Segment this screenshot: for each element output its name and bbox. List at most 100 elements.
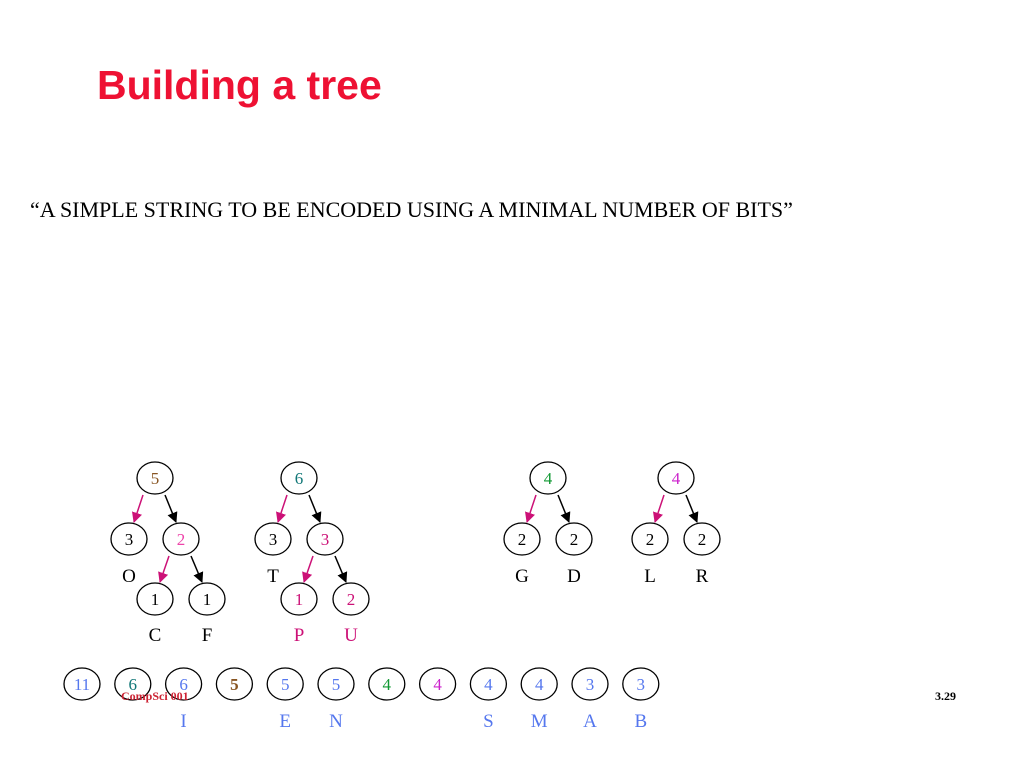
slide-title: Building a tree (97, 62, 382, 108)
queue-item: 3B (622, 667, 660, 732)
queue-node-circle (520, 667, 558, 701)
queue-item: 5N (317, 667, 355, 732)
tree-5-grandchild-0-circle (136, 582, 174, 616)
queue-node: 4 (469, 667, 508, 701)
queue-node-value: 4 (535, 675, 544, 694)
tree-4-gd-child-1: 2 (555, 522, 593, 556)
queue-node: 11 (63, 667, 101, 701)
tree-4-lr-letter-0: L (644, 566, 656, 587)
queue-item: 4M (520, 667, 558, 732)
tree-5-grandchild-letter-0: C (149, 625, 162, 646)
queue-node-value: 4 (383, 675, 392, 694)
queue-item: 4 (418, 667, 457, 701)
tree-4-lr-root-right-edge (685, 494, 699, 523)
queue-node-value: 3 (586, 675, 595, 694)
queue-node-circle (418, 667, 457, 701)
queue-item: 11 (63, 667, 101, 701)
slide-number: 3.29 (935, 689, 956, 703)
tree-4-gd-child-1-value: 2 (570, 530, 579, 549)
tree-4-lr-child-1-value: 2 (698, 530, 707, 549)
tree-6-child-1: 3 (306, 522, 344, 556)
tree-4-gd-root-node-circle (529, 461, 567, 495)
course-label: CompSci 001 (121, 689, 189, 703)
tree-4-gd-root-node-value: 4 (544, 469, 553, 488)
queue-node-circle (571, 667, 609, 701)
queue-node: 6 (114, 667, 152, 701)
queue-node: 4 (368, 667, 406, 701)
tree-5-child-1-left-edge (158, 555, 170, 583)
tree-6-grandchild-0-circle (280, 582, 318, 616)
queue-node: 5 (215, 667, 254, 701)
tree-5-child-0-circle (110, 522, 148, 556)
tree-6-root-node-circle (280, 461, 318, 495)
tree-6-root-right-edge (308, 494, 322, 523)
queue-letter: B (634, 711, 647, 732)
tree-4-lr-root-left-edge (653, 494, 665, 523)
tree-6-grandchild-letter-1: U (344, 625, 358, 646)
tree-5-grandchild-0: 1 (136, 582, 174, 616)
queue-letter: S (483, 711, 494, 732)
tree-4-gd-letter-1: D (567, 566, 581, 587)
tree-5-child-1-value: 2 (177, 530, 186, 549)
queue-node-value: 5 (281, 675, 290, 694)
tree-5-child-1: 2 (162, 522, 200, 556)
tree-6-child-0-circle (254, 522, 292, 556)
queue-letter: I (180, 711, 186, 732)
queue-node-value: 6 (129, 675, 138, 694)
queue-node-circle (368, 667, 406, 701)
queue-node: 4 (520, 667, 558, 701)
tree-5-grandchild-1: 1 (188, 582, 226, 616)
tree-4-lr-child-1: 2 (683, 522, 721, 556)
queue-node-circle (469, 667, 508, 701)
tree-4-gd-root-right-edge (557, 494, 571, 523)
queue-node-value: 5 (230, 675, 239, 694)
tree-5-child-0-value: 3 (125, 530, 134, 549)
queue-letter: N (329, 711, 343, 732)
tree-4-gd-child-0: 2 (503, 522, 541, 556)
queue-node-value: 4 (484, 675, 493, 694)
queue-node-circle (266, 667, 304, 701)
queue-item: 3A (571, 667, 609, 732)
queue-letter: A (583, 711, 597, 732)
tree-6-root-node: 6 (280, 461, 318, 495)
queue-item: 4S (469, 667, 508, 732)
tree-6-grandchild-1-circle (332, 582, 370, 616)
queue-item: 6 (114, 667, 152, 701)
tree-4-gd-root-left-edge (525, 494, 537, 523)
queue-node-value: 11 (74, 675, 90, 694)
tree-5-child-1-circle (162, 522, 200, 556)
queue-node: 3 (622, 667, 660, 701)
tree-6-child-0: 3 (254, 522, 292, 556)
queue-letter: E (279, 711, 291, 732)
tree-5-child-0: 3 (110, 522, 148, 556)
tree-4-lr-root-node-value: 4 (672, 469, 681, 488)
tree-4-lr-child-0-circle (631, 522, 669, 556)
tree-4-lr-root-node-circle (657, 461, 695, 495)
tree-4-lr-root-node: 4 (657, 461, 695, 495)
tree-6-child-1-left-edge (302, 555, 314, 583)
queue-node-circle (215, 667, 254, 701)
tree-6-grandchild-letter-0: P (294, 625, 305, 646)
tree-6-child-0-value: 3 (269, 530, 278, 549)
queue-item: 5E (266, 667, 304, 732)
tree-4-lr-child-1-circle (683, 522, 721, 556)
tree-5-grandchild-0-value: 1 (151, 590, 160, 609)
tree-6-grandchild-1: 2 (332, 582, 370, 616)
tree-6-child-1-circle (306, 522, 344, 556)
tree-6-grandchild-0: 1 (280, 582, 318, 616)
tree-4-gd-child-1-circle (555, 522, 593, 556)
tree-5-letter-0: O (122, 566, 136, 587)
queue-letter: M (531, 711, 548, 732)
tree-4-lr-child-0: 2 (631, 522, 669, 556)
queue-node-value: 5 (332, 675, 341, 694)
queue-node: 5 (317, 667, 355, 701)
queue-node-value: 3 (637, 675, 646, 694)
